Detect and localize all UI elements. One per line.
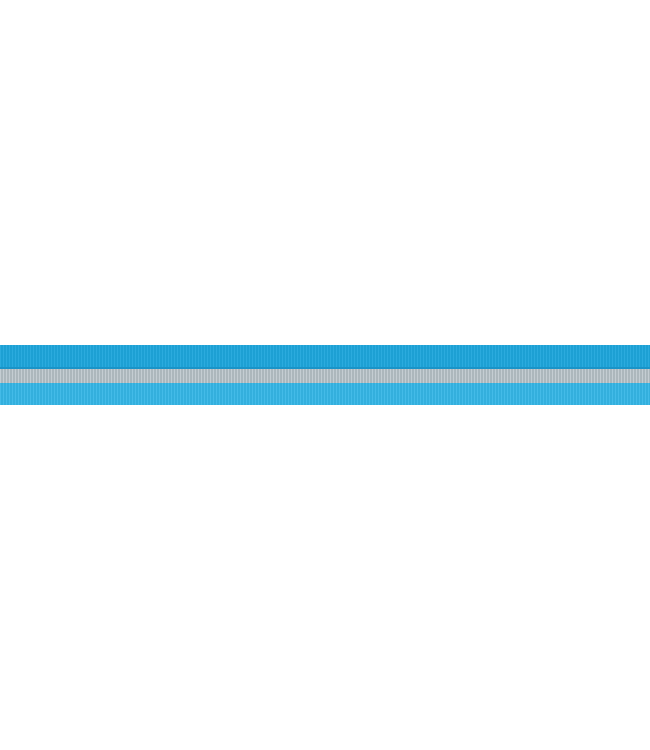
webbing-strap <box>0 345 650 405</box>
strap-band-edge <box>0 367 650 369</box>
strap-bottom-band <box>0 383 650 405</box>
strap-reflective-stripe <box>0 369 650 383</box>
strap-top-band <box>0 345 650 367</box>
